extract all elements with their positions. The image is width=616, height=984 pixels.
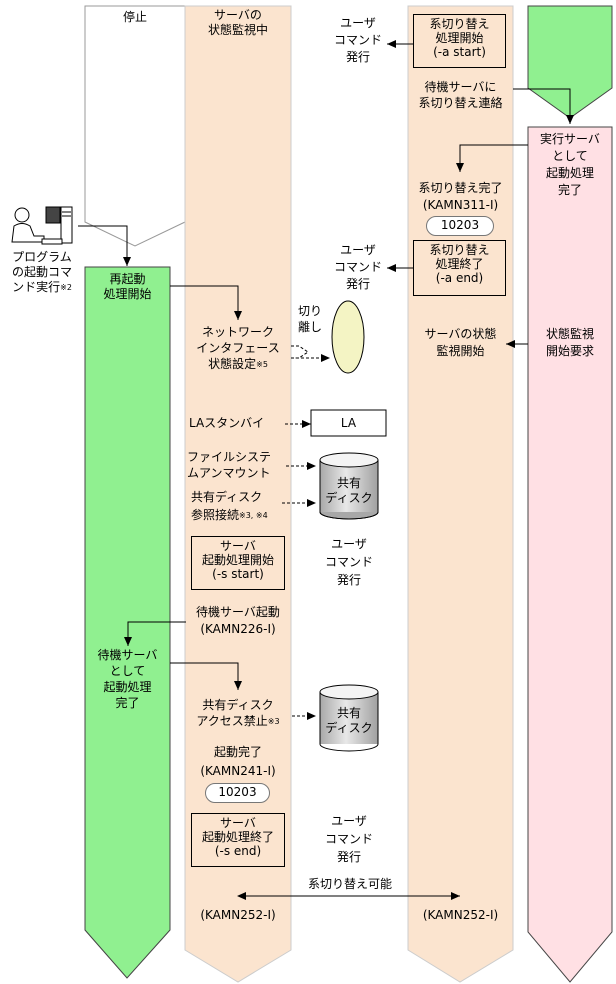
user-label-2: の起動コマ [11, 265, 72, 279]
user-cmd-1c: 発行 [345, 50, 370, 64]
monitor-req-2: 開始要求 [545, 344, 594, 358]
net-label-3: 状態設定※5 [208, 357, 268, 371]
user-cmd-4a: ユーザ [331, 814, 367, 828]
fs-label-2: ムアンマウント [187, 466, 271, 480]
server-end-box: サーバ起動処理終了(-s end) [191, 813, 285, 867]
disk1-label-2: ディスク [325, 491, 373, 505]
arrow-active-done [456, 144, 528, 172]
user-label-1: プログラム [12, 250, 72, 264]
col5-pink-lane [527, 126, 613, 983]
user-cmd-1b: コマンド [333, 33, 382, 47]
active-done-2: として [552, 149, 588, 163]
user-label-3: ンド実行※2 [12, 280, 72, 294]
active-done-4: 完了 [557, 183, 582, 197]
kamn252-right: (KAMN252-I) [422, 908, 499, 922]
col2-monitor-lane [184, 5, 292, 983]
arrow-restart-to-net [170, 285, 242, 320]
shared-label-1: 共有ディスク [191, 490, 263, 504]
arrow-to-deny [170, 662, 242, 690]
la-box [310, 409, 387, 437]
arrow-standby-start [124, 621, 186, 646]
restart-label-2: 処理開始 [103, 287, 152, 301]
user-cmd-3c: 発行 [336, 573, 361, 587]
col1-stop-lane [84, 5, 186, 247]
boot-code: 10203 [205, 783, 270, 803]
sw-code: 10203 [426, 216, 494, 236]
net-label-1: ネットワーク [201, 325, 274, 339]
user-cmd-3a: ユーザ [331, 537, 367, 551]
la-standby-label: LAスタンバイ [189, 416, 265, 430]
user-terminal-icon [11, 206, 73, 245]
separation-oval [331, 300, 365, 374]
boot-done-2: (KAMN241-I) [200, 764, 276, 778]
col2-header-1: サーバの [214, 8, 262, 22]
active-done-3: 起動処理 [545, 166, 594, 180]
shared-disk-1 [319, 452, 379, 520]
arrow-net-to-oval [291, 345, 309, 359]
switch-start-box: 系切り替え処理開始(-a start) [413, 14, 506, 68]
user-cmd-4c: 発行 [336, 850, 361, 864]
cut-label-2: 離し [297, 320, 322, 334]
col2-header-2: 状態監視中 [207, 23, 268, 37]
standby-done-4: 完了 [115, 696, 140, 710]
net-label-2: インタフェース [196, 341, 280, 355]
restart-label-1: 再起動 [109, 272, 146, 286]
sw-done-2: (KAMN311-I) [422, 198, 499, 212]
switch-possible-label: 系切り替え可能 [307, 877, 392, 891]
standby-start-2: (KAMN226-I) [200, 622, 276, 636]
arrow-user-to-restart [78, 225, 131, 266]
standby-done-1: 待機サーバ [97, 648, 158, 662]
deny-label-2: アクセス禁止※3 [196, 714, 280, 728]
cut-label-1: 切り [297, 304, 322, 318]
disk2-label-2: ディスク [325, 721, 373, 735]
user-cmd-3b: コマンド [324, 555, 373, 569]
monitor-label-2: 監視開始 [436, 344, 485, 358]
col5-green-lane [527, 5, 613, 119]
fs-label-1: ファイルシステ [187, 450, 272, 464]
disk1-label-1: 共有 [336, 476, 361, 490]
monitor-label-1: サーバの状態 [424, 327, 497, 341]
boot-done-1: 起動完了 [213, 745, 262, 759]
shared-label-2: 参照接続※3, ※4 [191, 508, 268, 522]
standby-done-2: として [109, 664, 146, 678]
standby-start-1: 待機サーバ起動 [196, 605, 280, 619]
switch-end-box: 系切り替え処理終了(-a end) [413, 240, 506, 296]
deny-label-1: 共有ディスク [202, 698, 274, 712]
sw-done-1: 系切り替え完了 [418, 181, 503, 195]
active-done-1: 実行サーバ [540, 132, 600, 146]
col1-header: 停止 [122, 10, 147, 24]
server-start-box: サーバ起動処理開始(-s start) [191, 536, 285, 590]
notify-label-2: 系切り替え連絡 [418, 96, 503, 110]
user-cmd-2c: 発行 [345, 277, 370, 291]
user-cmd-2b: コマンド [333, 260, 382, 274]
user-cmd-1a: ユーザ [340, 16, 376, 30]
shared-disk-2 [319, 684, 379, 752]
user-cmd-2a: ユーザ [340, 243, 376, 257]
la-box-label: LA [340, 416, 357, 430]
arrow-notify [513, 88, 574, 124]
notify-label-1: 待機サーバに [424, 80, 497, 94]
monitor-req-1: 状態監視 [545, 327, 594, 341]
user-cmd-4b: コマンド [324, 832, 373, 846]
kamn252-left: (KAMN252-I) [200, 908, 276, 922]
standby-done-3: 起動処理 [103, 680, 152, 694]
disk2-label-1: 共有 [336, 706, 361, 720]
